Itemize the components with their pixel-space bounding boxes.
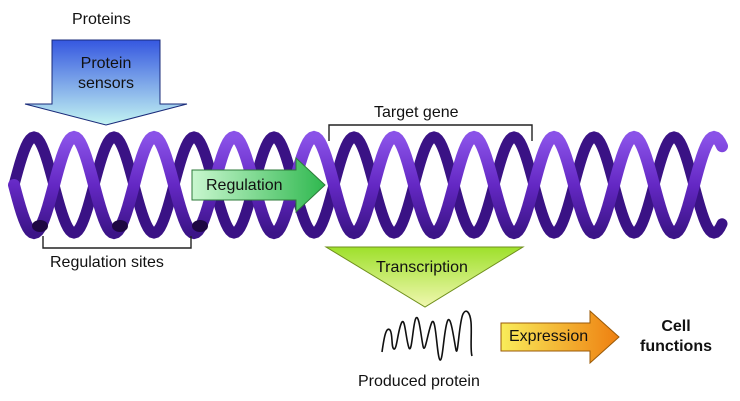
dna-helix-front-strand <box>8 130 728 240</box>
regulation-sites-bracket <box>42 236 192 249</box>
expression-label: Expression <box>509 328 589 345</box>
cell-functions-label: Cell functions <box>640 318 712 355</box>
regulation-label: Regulation <box>206 177 283 194</box>
helix-loop-end <box>112 220 128 232</box>
proteins-label: Proteins <box>72 11 131 28</box>
regulation-sites-label: Regulation sites <box>50 254 164 271</box>
expression-arrow <box>500 309 620 365</box>
target-gene-label: Target gene <box>374 104 459 121</box>
target-gene-bracket <box>328 124 533 141</box>
dna-helix-loops <box>32 220 208 232</box>
produced-protein-squiggle <box>381 310 473 361</box>
transcription-label: Transcription <box>376 259 468 276</box>
produced-protein-label: Produced protein <box>358 373 480 390</box>
protein-sensors-arrow <box>24 39 188 126</box>
protein-sensors-label: Protein sensors <box>77 55 135 92</box>
regulation-arrow <box>191 156 326 214</box>
helix-loop-end <box>32 220 48 232</box>
helix-loop-end <box>192 220 208 232</box>
transcription-triangle <box>324 246 525 308</box>
